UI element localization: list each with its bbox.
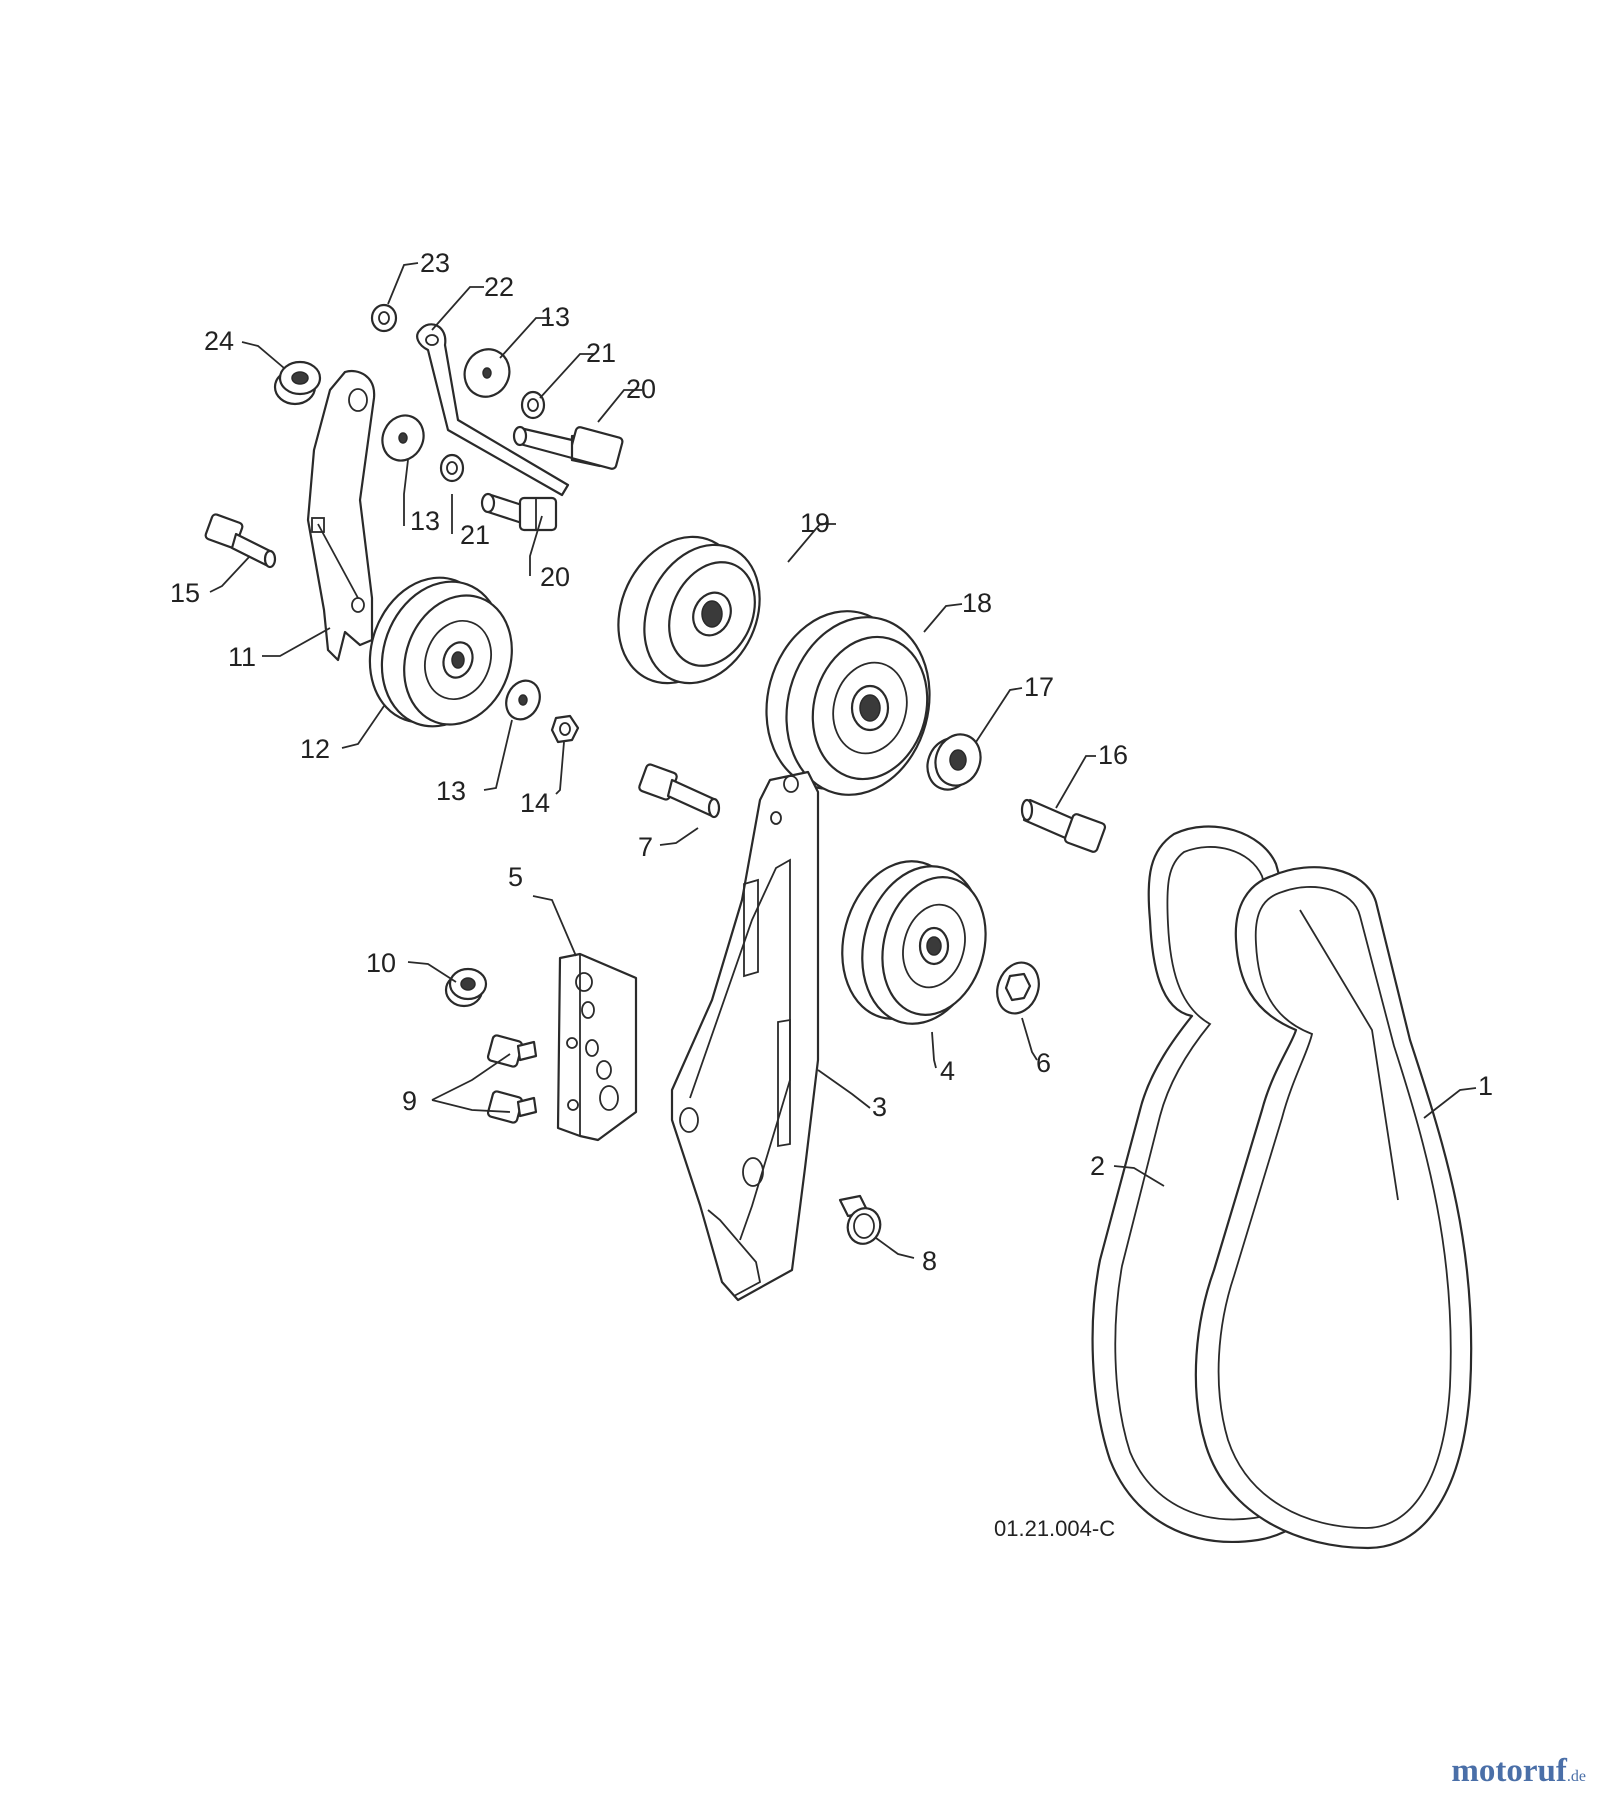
part-9-bolt-lower [486,1090,538,1124]
part-7-bolt [638,763,721,819]
part-22-rod [416,323,570,497]
part-13-washer-top [463,348,511,398]
part-21-lockwasher-mid [439,453,465,483]
callout-17: 17 [1024,672,1054,702]
part-20-bolt-top [512,425,624,470]
callout-13-top: 13 [540,302,570,332]
callout-21-top: 21 [586,338,616,368]
part-19-pulley [617,535,761,685]
callout-5: 5 [508,862,523,892]
callout-24: 24 [204,326,234,356]
part-3-tension-arm [670,770,820,1302]
part-14-nut [550,714,580,744]
callout-7: 7 [638,832,653,862]
callout-21-mid: 21 [460,520,490,550]
part-12-pulley [368,576,513,728]
part-6-flange-nut [996,961,1040,1015]
callout-13-low: 13 [436,776,466,806]
callout-1: 1 [1478,1071,1493,1101]
watermark-sub: .de [1566,1768,1586,1785]
part-15-bolt [204,513,277,569]
part-17-spacer [926,733,982,791]
leader-lines [209,262,1477,1259]
callout-15: 15 [170,578,200,608]
callout-10: 10 [366,948,396,978]
callout-19: 19 [800,508,830,538]
callout-11: 11 [228,642,256,672]
part-10-nut [444,967,488,1008]
callout-2: 2 [1090,1151,1105,1181]
callout-23: 23 [420,248,450,278]
callout-16: 16 [1098,740,1128,770]
part-24-nut [273,360,322,406]
watermark-logo: motoruf.de [1451,1753,1586,1790]
part-9-bolt-upper [486,1034,538,1068]
callout-18: 18 [962,588,992,618]
part-20-bolt-mid [480,492,558,532]
callout-9: 9 [402,1086,417,1116]
callout-12: 12 [300,734,330,764]
watermark-main: motoruf [1451,1753,1567,1789]
part-1-belt [1194,866,1473,1550]
part-13-washer-low [505,679,541,721]
callout-20-low: 20 [540,562,570,592]
callout-13-mid: 13 [410,506,440,536]
part-11-bracket [306,369,376,662]
callout-labels: 1 2 3 4 5 6 7 8 9 10 11 12 13 13 13 14 1… [170,248,1493,1276]
callout-6: 6 [1036,1048,1051,1078]
part-21-lockwasher-top [520,390,546,420]
part-4-pulley [841,860,987,1025]
part-23-star-washer [370,303,398,333]
drawing-id: 01.21.004-C [994,1516,1115,1541]
callout-22: 22 [484,272,514,302]
callout-14: 14 [520,788,550,818]
callout-8: 8 [922,1246,937,1276]
part-16-bolt [1020,798,1107,853]
callout-4: 4 [940,1056,955,1086]
callout-20-top: 20 [626,374,656,404]
part-8-pin [838,1194,882,1245]
callout-3: 3 [872,1092,887,1122]
part-13-washer-mid [381,414,425,462]
part-18-pulley [765,610,931,796]
part-5-plate [556,952,638,1142]
